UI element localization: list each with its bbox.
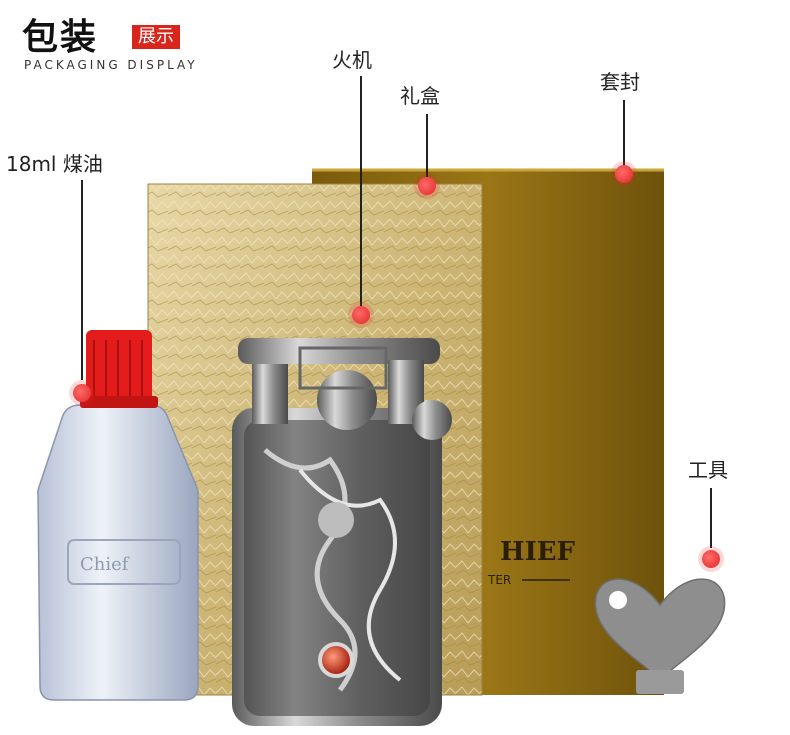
leader-line-sleeve	[623, 100, 625, 168]
callout-tool: 工具	[688, 458, 728, 482]
callout-oil: 18ml 煤油	[6, 152, 103, 176]
marker-dot-gift-box	[418, 177, 436, 195]
leader-line-gift-box	[426, 114, 428, 182]
title-badge: 展示	[132, 25, 180, 49]
marker-dot-oil	[73, 384, 91, 402]
marker-dot-tool	[702, 550, 720, 568]
leader-line-oil	[81, 180, 83, 380]
callout-lighter: 火机	[332, 48, 372, 72]
lighter-shape	[232, 338, 452, 726]
page-subtitle: PACKAGING DISPLAY	[24, 58, 198, 72]
callout-gift-box: 礼盒	[400, 84, 440, 108]
marker-dot-sleeve	[615, 165, 633, 183]
box-logo-sub: TER	[487, 573, 511, 587]
leader-line-tool	[710, 488, 712, 548]
bottle-logo: Chief	[80, 554, 130, 575]
box-logo: HIEF	[500, 537, 576, 567]
tool-shape	[594, 578, 726, 694]
marker-dot-lighter	[352, 306, 370, 324]
leader-line-lighter	[360, 76, 362, 312]
oil-bottle-shape: Chief	[37, 330, 199, 701]
callout-sleeve: 套封	[600, 70, 640, 94]
page-title: 包装	[22, 17, 99, 58]
